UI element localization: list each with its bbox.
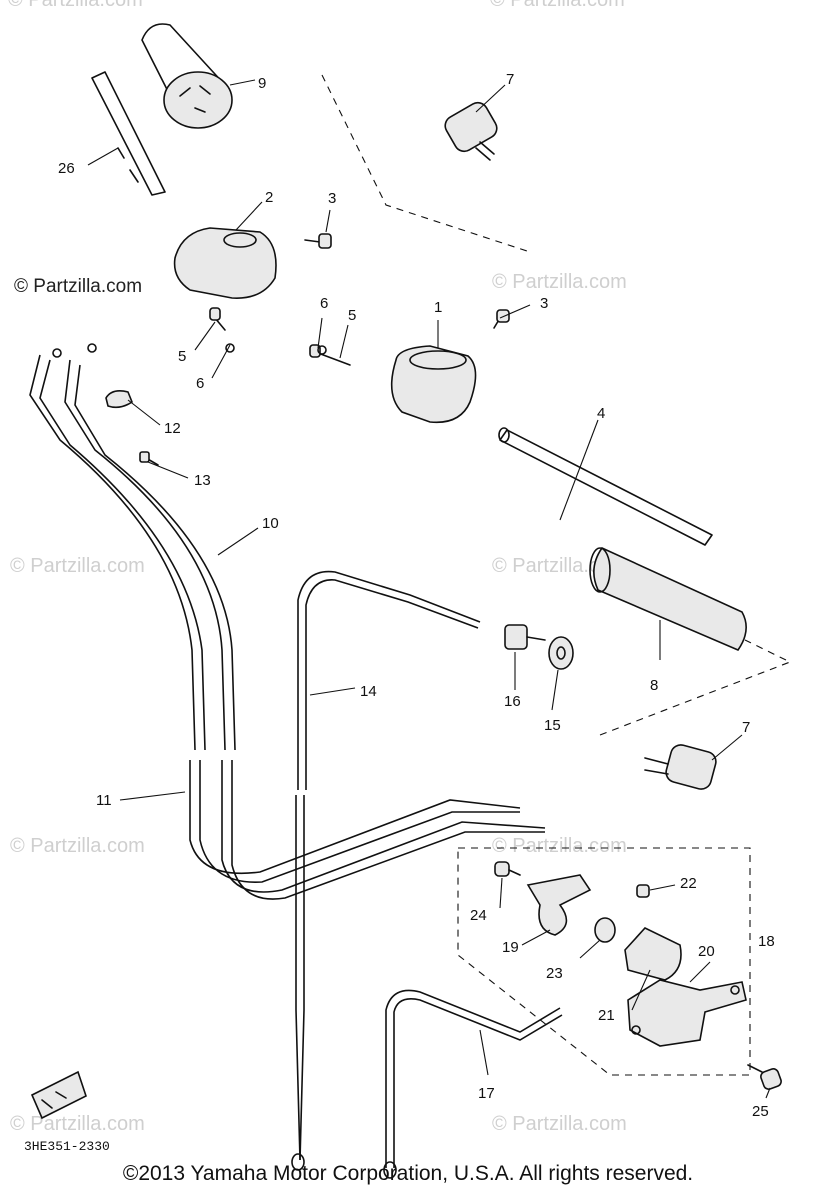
part-5-6-screws-right xyxy=(309,344,351,366)
watermark: © Partzilla.com xyxy=(492,271,627,293)
callout-14: 14 xyxy=(360,683,377,700)
callout-22: 22 xyxy=(680,875,697,892)
part-20-plate xyxy=(627,979,747,1047)
part-7-bar-end-lower xyxy=(644,744,717,790)
callout-20: 20 xyxy=(698,943,715,960)
callout-5-left: 5 xyxy=(178,348,186,365)
part-22-screw xyxy=(636,884,650,898)
part-9-grip xyxy=(141,23,233,129)
watermark-group: © Partzilla.com © Partzilla.com © Partzi… xyxy=(8,0,627,1135)
part-3-screw xyxy=(304,233,332,249)
part-25-bolt xyxy=(747,1064,782,1090)
watermark: © Partzilla.com xyxy=(492,835,627,857)
callout-16: 16 xyxy=(504,693,521,710)
callout-23: 23 xyxy=(546,965,563,982)
watermark: © Partzilla.com xyxy=(10,1113,145,1135)
throttle-cables xyxy=(29,343,546,900)
watermark: © Partzilla.com xyxy=(8,0,143,11)
callout-19: 19 xyxy=(502,939,519,956)
watermark: © Partzilla.com xyxy=(10,555,145,577)
callout-17: 17 xyxy=(478,1085,495,1102)
part-4-handlebar-tube xyxy=(498,427,713,546)
part-3-screw-right xyxy=(493,309,510,329)
part-16-adjuster-bolt xyxy=(504,624,546,650)
assembly-outline xyxy=(321,74,531,253)
callout-3-right: 3 xyxy=(540,295,548,312)
watermark: © Partzilla.com xyxy=(492,1113,627,1135)
part-17-cable xyxy=(383,989,563,1179)
part-1-switch-housing xyxy=(390,345,477,424)
watermark: © Partzilla.com xyxy=(10,835,145,857)
callout-7-lower: 7 xyxy=(742,719,750,736)
part-19-lever xyxy=(526,874,592,936)
callout-6: 6 xyxy=(320,295,328,312)
callout-15: 15 xyxy=(544,717,561,734)
callout-1: 1 xyxy=(434,299,442,316)
callout-4: 4 xyxy=(597,405,605,422)
callout-11: 11 xyxy=(96,792,112,809)
callout-13: 13 xyxy=(194,472,211,489)
assembly-outline xyxy=(457,847,751,1076)
callout-24: 24 xyxy=(470,907,487,924)
front-direction-icon xyxy=(30,1070,87,1120)
assembly-outline xyxy=(599,639,792,736)
part-14-cable xyxy=(291,570,481,1171)
copyright-footer: ©2013 Yamaha Motor Corporation, U.S.A. A… xyxy=(122,1162,694,1185)
part-5-6-screws-left xyxy=(209,307,235,353)
part-21-bracket xyxy=(624,927,682,981)
callout-2: 2 xyxy=(265,189,273,206)
callout-21: 21 xyxy=(598,1007,615,1024)
part-7-bar-end xyxy=(444,101,498,161)
callout-7: 7 xyxy=(506,71,514,88)
callout-3: 3 xyxy=(328,190,336,207)
callout-9: 9 xyxy=(258,75,266,92)
watermark: © Partzilla.com xyxy=(490,0,625,11)
part-12-cable-guide xyxy=(105,390,133,409)
part-8-right-grip xyxy=(589,546,747,651)
callout-26: 26 xyxy=(58,160,75,177)
callout-12: 12 xyxy=(164,420,181,437)
callout-25: 25 xyxy=(752,1103,769,1120)
callout-8: 8 xyxy=(650,677,658,694)
callout-10: 10 xyxy=(262,515,279,532)
diagram-code: 3HE351-2330 xyxy=(24,1139,110,1154)
callout-5: 5 xyxy=(348,307,356,324)
part-2-throttle-housing xyxy=(173,227,277,299)
watermark-main: © Partzilla.com xyxy=(14,276,142,297)
assembly-outlines xyxy=(321,74,792,1076)
callout-leaders xyxy=(87,79,771,1099)
part-13-screw xyxy=(139,451,159,466)
callout-18: 18 xyxy=(758,933,775,950)
callout-6-left: 6 xyxy=(196,375,204,392)
callout-labels: 26 9 7 2 3 1 3 6 5 5 6 12 13 4 10 8 14 1… xyxy=(58,71,775,1120)
part-24-screw xyxy=(494,861,521,877)
part-23-washer xyxy=(594,917,616,943)
part-15-nut xyxy=(548,636,574,670)
part-26-cable-sleeve xyxy=(91,71,166,196)
